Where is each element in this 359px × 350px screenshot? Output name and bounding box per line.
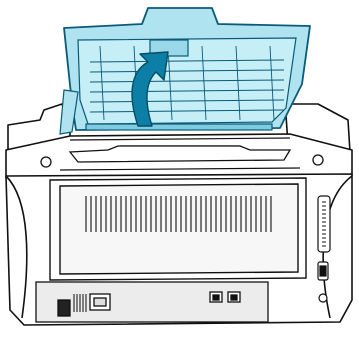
lid-hinge-bar [86,124,272,130]
left-screw [41,157,51,167]
side-screw [319,294,327,302]
parallel-port [318,196,330,252]
power-switch [58,300,70,316]
scanner-lid [60,8,310,134]
right-screw [313,155,323,165]
connector-panel [36,282,268,322]
rear-cover [50,178,306,280]
